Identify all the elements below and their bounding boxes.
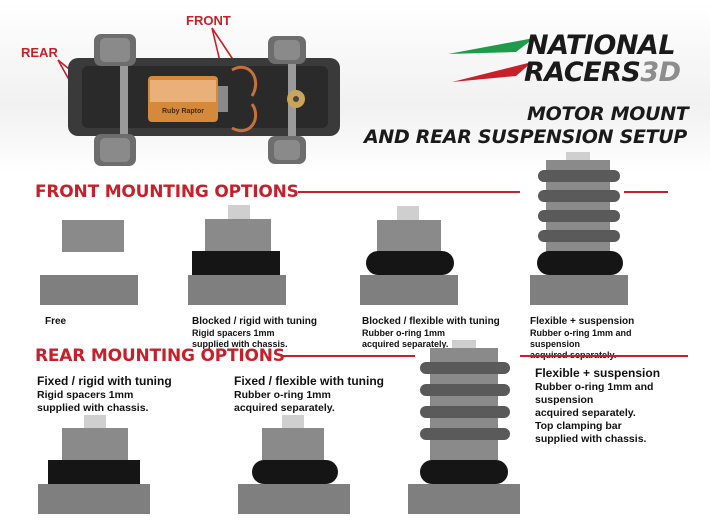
rear-heading: REAR MOUNTING OPTIONS (35, 346, 285, 366)
title-line1: MOTOR MOUNT (527, 103, 689, 125)
brand-line1: NATIONAL (526, 30, 676, 61)
rear-option-flexible-diagram (238, 415, 350, 514)
front-option-suspension-line: Rubber o-ring 1mm and (530, 328, 632, 338)
front-option-suspension-line: suspension (530, 339, 581, 349)
front-option-flexible-caption: Blocked / flexible with tuning Rubber o-… (362, 315, 500, 350)
rear-option-rigid-line: Rigid spacers 1mm (37, 389, 134, 401)
rear-option-rigid-caption: Fixed / rigid with tuning Rigid spacers … (37, 374, 172, 415)
rear-option-flexible-title: Fixed / flexible with tuning (234, 374, 385, 388)
rear-option-flexible-line: acquired separately. (234, 402, 335, 414)
rear-option-flexible-caption: Fixed / flexible with tuning Rubber o-ri… (234, 374, 384, 415)
rear-option-suspension-line: Top clamping bar (535, 420, 622, 432)
front-option-rigid-line: Rigid spacers 1mm (192, 328, 275, 338)
motor-label: Ruby Raptor (162, 108, 204, 115)
rear-option-suspension-line: Rubber o-ring 1mm and (535, 381, 654, 393)
rear-option-suspension-line: supplied with chassis. (535, 433, 647, 445)
front-callout: FRONT (186, 13, 231, 28)
front-option-rigid-caption: Blocked / rigid with tuning Rigid spacer… (192, 315, 317, 350)
front-heading-rule-right (624, 191, 668, 193)
front-heading: FRONT MOUNTING OPTIONS (35, 182, 299, 202)
rear-option-rigid-title: Fixed / rigid with tuning (37, 374, 172, 388)
brand-line2-main: RACERS (524, 57, 641, 88)
brand-swoosh-icon (448, 38, 534, 82)
front-heading-rule (298, 191, 520, 193)
front-option-suspension-diagram (530, 152, 628, 305)
front-option-free-caption: Free (45, 315, 66, 328)
front-option-rigid-title: Blocked / rigid with tuning (192, 316, 317, 327)
rear-heading-rule-right (520, 355, 688, 357)
front-option-flexible-line: Rubber o-ring 1mm (362, 328, 446, 338)
rear-callout: REAR (21, 45, 58, 60)
rear-option-flexible-line: Rubber o-ring 1mm (234, 389, 331, 401)
front-option-suspension-title: Flexible + suspension (530, 316, 635, 327)
rear-option-rigid-line: supplied with chassis. (37, 402, 149, 414)
front-option-flexible-title: Blocked / flexible with tuning (362, 316, 500, 327)
front-option-rigid-diagram (188, 205, 286, 305)
rear-heading-rule (283, 355, 415, 357)
rear-option-rigid-diagram (38, 415, 150, 514)
front-option-flexible-line: acquired separately. (362, 339, 449, 349)
front-option-free-title: Free (45, 316, 67, 327)
rear-axle (120, 38, 128, 160)
rear-option-suspension-line: suspension (535, 394, 594, 406)
rear-option-suspension-line: acquired separately. (535, 407, 636, 419)
front-option-rigid-line: supplied with chassis. (192, 339, 288, 349)
front-option-free-diagram (40, 220, 138, 305)
brand-line2: RACERS3D (524, 57, 681, 88)
title-line2: AND REAR SUSPENSION SETUP (364, 126, 688, 148)
rear-option-suspension-caption: Flexible + suspension Rubber o-ring 1mm … (535, 366, 660, 446)
brand-line2-suffix: 3D (640, 57, 681, 88)
rear-option-suspension-title: Flexible + suspension (535, 366, 661, 380)
front-option-flexible-diagram (360, 206, 458, 305)
rear-option-suspension-diagram (408, 340, 520, 514)
